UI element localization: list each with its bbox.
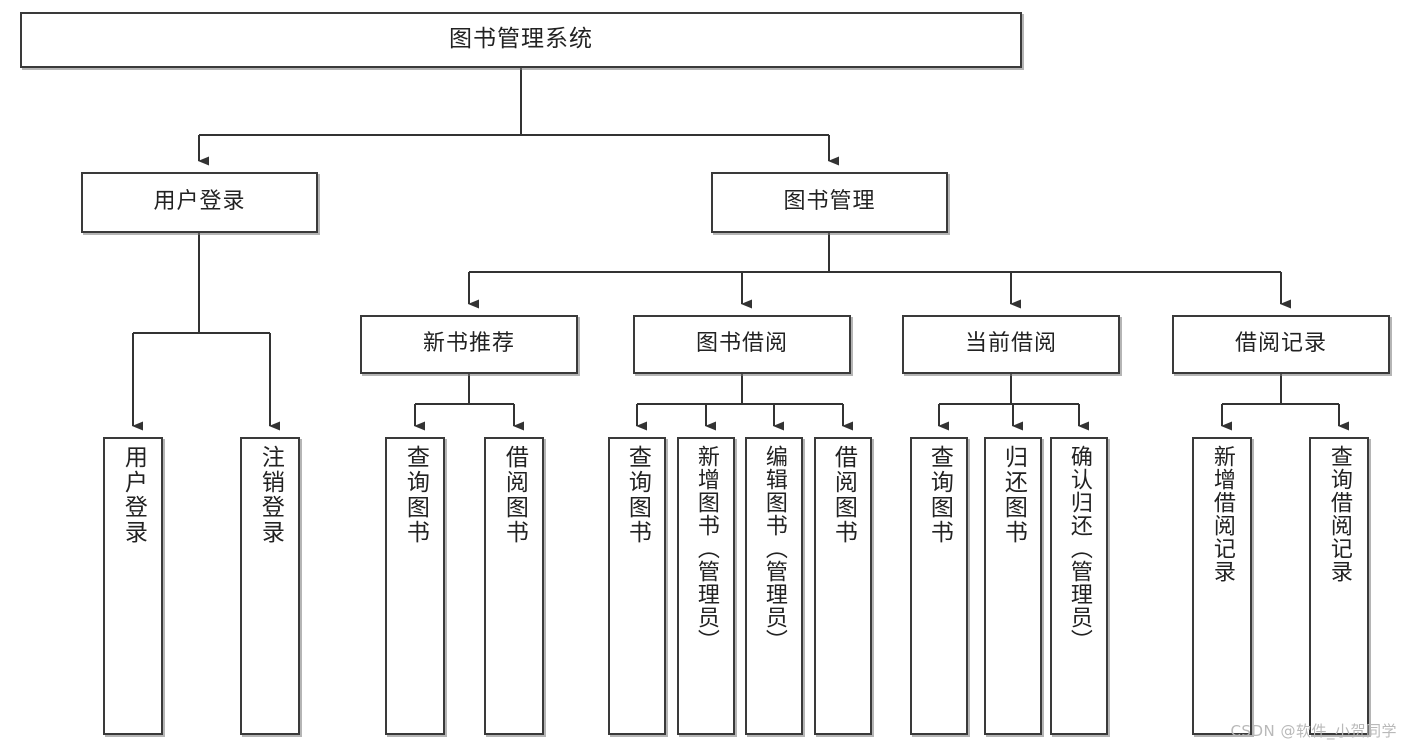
root-node-root: 图书管理系统 bbox=[20, 12, 1022, 68]
level1-node-book-manage: 图书管理 bbox=[711, 172, 948, 233]
csdn-watermark: CSDN @软件_小贺同学 bbox=[1230, 722, 1397, 740]
leaf-node-leaf-rec-add: 新增借阅记录 bbox=[1192, 437, 1252, 735]
leaf-node-label: 用户登录 bbox=[120, 445, 147, 545]
leaf-node-leaf-rec-search: 查询借阅记录 bbox=[1309, 437, 1369, 735]
node-label: 借阅记录 bbox=[1234, 331, 1327, 357]
leaf-node-label: 借阅图书 bbox=[830, 445, 857, 545]
leaf-node-leaf-user-logout: 注销登录 bbox=[240, 437, 300, 735]
leaf-node-label: 查询图书 bbox=[926, 445, 953, 545]
leaf-node-label: 确认归还（管理员） bbox=[1066, 445, 1092, 652]
leaf-node-leaf-cur-query: 查询图书 bbox=[910, 437, 968, 735]
level2-node-book-borrow: 图书借阅 bbox=[633, 315, 851, 374]
level2-node-new-book-rec: 新书推荐 bbox=[360, 315, 578, 374]
leaf-node-label: 归还图书 bbox=[1000, 445, 1027, 545]
leaf-node-leaf-rec-borrow: 借阅图书 bbox=[484, 437, 544, 735]
leaf-node-label: 查询图书 bbox=[402, 445, 429, 545]
leaf-node-label: 编辑图书（管理员） bbox=[761, 445, 787, 652]
leaf-node-label: 查询图书 bbox=[624, 445, 651, 545]
leaf-node-label: 注销登录 bbox=[257, 445, 284, 545]
leaf-node-label: 新增借阅记录 bbox=[1209, 445, 1235, 583]
node-label: 图书管理系统 bbox=[449, 26, 593, 53]
leaf-node-leaf-cur-confirm: 确认归还（管理员） bbox=[1050, 437, 1108, 735]
leaf-node-leaf-cur-return: 归还图书 bbox=[984, 437, 1042, 735]
leaf-node-label: 新增图书（管理员） bbox=[693, 445, 719, 652]
node-label: 图书管理 bbox=[783, 189, 876, 215]
level2-node-borrow-record: 借阅记录 bbox=[1172, 315, 1390, 374]
leaf-node-leaf-borrow-query: 查询图书 bbox=[608, 437, 666, 735]
leaf-node-leaf-user-login: 用户登录 bbox=[103, 437, 163, 735]
node-label: 当前借阅 bbox=[964, 331, 1057, 357]
level1-node-user-login: 用户登录 bbox=[81, 172, 318, 233]
leaf-node-leaf-borrow-edit: 编辑图书（管理员） bbox=[745, 437, 803, 735]
leaf-node-label: 查询借阅记录 bbox=[1326, 445, 1352, 583]
node-label: 用户登录 bbox=[153, 189, 246, 215]
node-label: 图书借阅 bbox=[695, 331, 788, 357]
leaf-node-leaf-borrow-do: 借阅图书 bbox=[814, 437, 872, 735]
level2-node-current-borrow: 当前借阅 bbox=[902, 315, 1120, 374]
leaf-node-leaf-rec-query: 查询图书 bbox=[385, 437, 445, 735]
leaf-node-leaf-borrow-add: 新增图书（管理员） bbox=[677, 437, 735, 735]
leaf-node-label: 借阅图书 bbox=[501, 445, 528, 545]
node-label: 新书推荐 bbox=[422, 331, 515, 357]
